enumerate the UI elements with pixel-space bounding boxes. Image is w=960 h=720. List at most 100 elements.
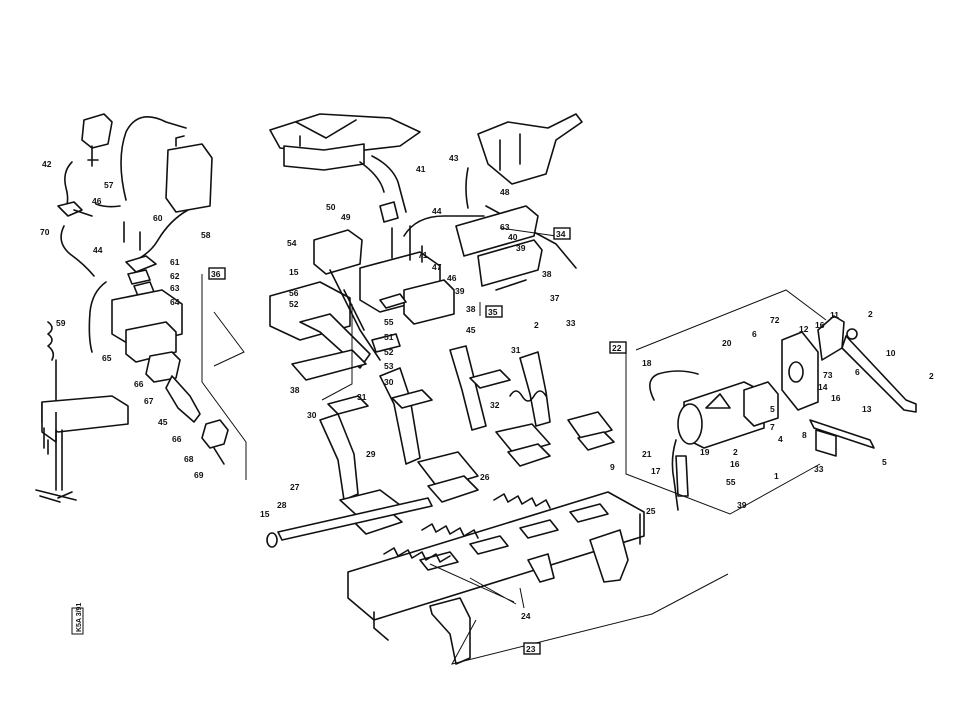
callout: 31 xyxy=(357,392,367,402)
callout: 55 xyxy=(384,317,394,327)
callout: 8 xyxy=(802,430,807,440)
callout: 2 xyxy=(929,371,934,381)
callout: 66 xyxy=(172,434,182,444)
pedal-set xyxy=(319,345,615,535)
callout: 56 xyxy=(289,288,299,298)
callout: 44 xyxy=(93,245,103,255)
callout: 62 xyxy=(170,271,180,281)
callout: 57 xyxy=(104,180,114,190)
drawing-code-text: K5A 3/91 xyxy=(76,603,83,632)
callout: 15 xyxy=(260,509,270,519)
callout: 2 xyxy=(733,447,738,457)
callout: 68 xyxy=(184,454,194,464)
callout: 70 xyxy=(40,227,50,237)
callout: 5 xyxy=(882,457,887,467)
callout: 67 xyxy=(144,396,154,406)
leader-lines xyxy=(201,227,729,665)
callout: 13 xyxy=(862,404,872,414)
callout: 52 xyxy=(289,299,299,309)
callout: 2 xyxy=(868,309,873,319)
callout: 39 xyxy=(737,500,747,510)
callout: 39 xyxy=(455,286,465,296)
callout: 10 xyxy=(886,348,896,358)
boxed-callout: 22 xyxy=(612,343,622,353)
callout: 4 xyxy=(778,434,783,444)
callout: 24 xyxy=(521,611,531,621)
motor-assembly xyxy=(625,289,917,515)
callout: 45 xyxy=(158,417,168,427)
callout: 64 xyxy=(170,297,180,307)
callout: 58 xyxy=(201,230,211,240)
callout: 60 xyxy=(153,213,163,223)
boxed-callout: 23 xyxy=(526,644,536,654)
callout: 65 xyxy=(102,353,112,363)
callout: 73 xyxy=(823,370,833,380)
callout: 44 xyxy=(432,206,442,216)
callout: 29 xyxy=(366,449,376,459)
top-housing xyxy=(269,113,421,223)
callout: 26 xyxy=(480,472,490,482)
callout: 53 xyxy=(384,361,394,371)
callout: 9 xyxy=(610,462,615,472)
callout: 21 xyxy=(642,449,652,459)
callout: 71 xyxy=(418,250,428,260)
callout: 48 xyxy=(500,187,510,197)
callout: 19 xyxy=(700,447,710,457)
callout: 49 xyxy=(341,212,351,222)
callout: 72 xyxy=(770,315,780,325)
callout: 7 xyxy=(770,422,775,432)
valve-column xyxy=(57,113,229,465)
lever-assembly xyxy=(35,321,129,503)
callout: 16 xyxy=(730,459,740,469)
callout: 39 xyxy=(516,243,526,253)
callout: 37 xyxy=(550,293,560,303)
boxed-callout: 35 xyxy=(488,307,498,317)
callout: 11 xyxy=(830,310,839,320)
callout: 38 xyxy=(542,269,552,279)
callout: 66 xyxy=(134,379,144,389)
callout: 5 xyxy=(770,404,775,414)
callout: 69 xyxy=(194,470,204,480)
pedal-frame xyxy=(266,491,645,665)
callout: 46 xyxy=(92,196,102,206)
callout: 52 xyxy=(384,347,394,357)
callout-labels: 42 57 46 70 44 60 58 61 62 63 64 59 65 6… xyxy=(40,153,934,621)
callout: 15 xyxy=(289,267,299,277)
callout: 41 xyxy=(416,164,426,174)
callout: 47 xyxy=(432,262,442,272)
callout: 27 xyxy=(290,482,300,492)
callout: 51 xyxy=(384,332,394,342)
boxed-callout: 34 xyxy=(556,229,566,239)
callout: 46 xyxy=(447,273,457,283)
boxed-callout: 36 xyxy=(211,269,221,279)
callout: 33 xyxy=(814,464,824,474)
callout: 16 xyxy=(831,393,841,403)
callout: 2 xyxy=(534,320,539,330)
callout: 40 xyxy=(508,232,518,242)
callout: 50 xyxy=(326,202,336,212)
callout: 61 xyxy=(170,257,180,267)
callout: 45 xyxy=(466,325,476,335)
callout: 17 xyxy=(651,466,661,476)
callout: 33 xyxy=(566,318,576,328)
callout: 54 xyxy=(287,238,297,248)
boxed-callouts: 36 34 35 22 23 xyxy=(208,227,627,655)
callout: 59 xyxy=(56,318,66,328)
valve-block-assembly xyxy=(269,215,485,381)
callout: 12 xyxy=(799,324,809,334)
callout: 6 xyxy=(855,367,860,377)
callout: 38 xyxy=(466,304,476,314)
callout: 14 xyxy=(818,382,828,392)
drawing-code: K5A 3/91 xyxy=(71,603,84,635)
callout: 38 xyxy=(290,385,300,395)
callout: 63 xyxy=(500,222,510,232)
callout: 32 xyxy=(490,400,500,410)
callout: 42 xyxy=(42,159,52,169)
callout: 1 xyxy=(774,471,779,481)
callout: 55 xyxy=(726,477,736,487)
callout: 18 xyxy=(642,358,652,368)
callout: 31 xyxy=(511,345,521,355)
callout: 16 xyxy=(815,320,825,330)
callout: 30 xyxy=(384,377,394,387)
